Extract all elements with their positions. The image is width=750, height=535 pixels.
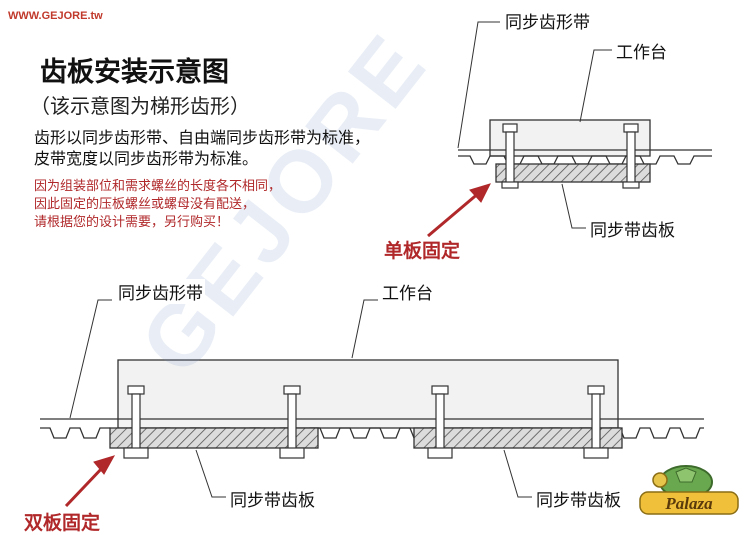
double-table-label: 工作台 [380, 279, 435, 304]
double-bolts [123, 385, 609, 459]
description-block: 齿形以同步齿形带、自由端同步齿形带为标准， 皮带宽度以同步齿形带为标准。 [34, 127, 370, 169]
double-worktable [117, 359, 619, 429]
single-method-label: 单板固定 [384, 240, 461, 262]
page-subtitle: （该示意图为梯形齿形） [30, 94, 250, 118]
site-url[interactable]: WWW.GEJORE.tw [8, 10, 103, 22]
double-tooth-plate-left-label: 同步带齿板 [228, 486, 317, 511]
single-plate-diagram [427, 21, 712, 238]
single-tooth-plate-label: 同步带齿板 [588, 216, 677, 241]
double-tooth-plate-right-label: 同步带齿板 [534, 486, 623, 511]
single-bolts [501, 123, 640, 189]
double-plate-diagram [40, 299, 704, 508]
double-belt-label: 同步齿形带 [116, 279, 205, 304]
single-tooth-plate [495, 163, 651, 183]
double-leader-lines [69, 299, 532, 498]
note-block: 因为组装部位和需求螺丝的长度各不相同， 因此固定的压板螺丝或螺母没有配送， 请根… [34, 178, 281, 232]
single-table-label: 工作台 [614, 38, 669, 63]
single-red-arrow [427, 183, 491, 238]
double-red-arrow [64, 455, 116, 508]
double-tooth-plate-right [413, 427, 623, 449]
note-line-3: 请根据您的设计需要，另行购买！ [34, 215, 230, 230]
double-method-label: 双板固定 [24, 512, 101, 534]
page-title: 齿板安装示意图 [40, 57, 229, 88]
note-line-1: 因为组装部位和需求螺丝的长度各不相同， [34, 179, 282, 194]
logo-text: Palaza [664, 494, 713, 513]
double-tooth-plate-left [109, 427, 319, 449]
description-line-2: 皮带宽度以同步齿形带为标准。 [34, 149, 259, 168]
palaza-logo: Palaza [636, 458, 742, 518]
single-leader-lines [457, 21, 612, 229]
note-line-2: 因此固定的压板螺丝或螺母没有配送， [34, 197, 256, 212]
description-line-1: 齿形以同步齿形带、自由端同步齿形带为标准， [34, 128, 371, 147]
single-belt-label: 同步齿形带 [503, 8, 592, 33]
turtle-icon: Palaza [639, 465, 739, 515]
